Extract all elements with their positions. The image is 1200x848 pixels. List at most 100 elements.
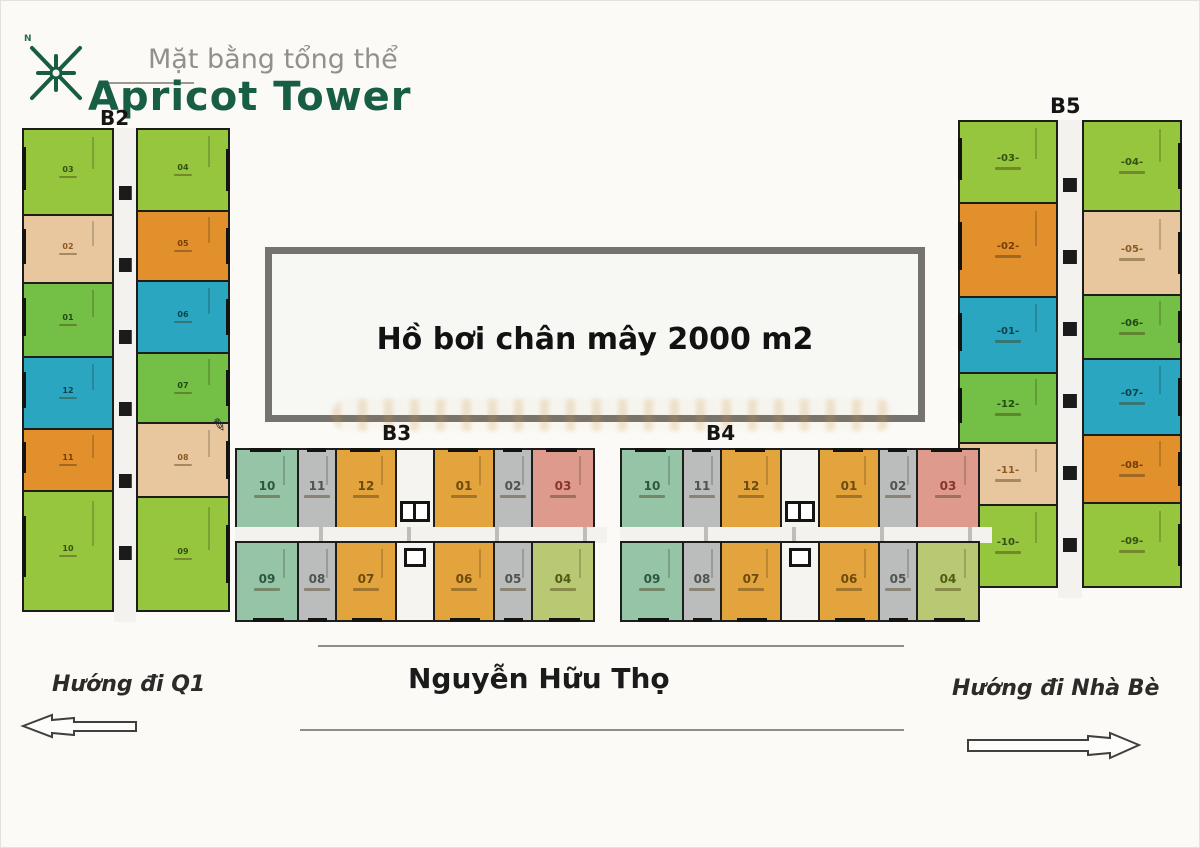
- unit-B5-05[interactable]: -05-: [1082, 210, 1182, 296]
- unit-number: 05: [177, 239, 189, 248]
- unit-area-text: [836, 587, 862, 591]
- unit-B2-12[interactable]: 12: [22, 356, 114, 430]
- unit-B4-06[interactable]: 06: [818, 541, 880, 622]
- block-b3-label: B3: [382, 421, 412, 445]
- unit-B4-08[interactable]: 08: [682, 541, 722, 622]
- unit-number: 06: [840, 571, 858, 586]
- unit-area-text: [174, 321, 192, 323]
- unit-number: 04: [939, 571, 957, 586]
- unit-area-text: [174, 174, 192, 176]
- unit-B5-09[interactable]: -09-: [1082, 502, 1182, 588]
- project-title: Apricot Tower: [88, 74, 412, 120]
- unit-B2-11[interactable]: 11: [22, 428, 114, 492]
- unit-number: 05: [889, 571, 907, 586]
- elevator-core-B3: [397, 448, 433, 529]
- unit-B2-06[interactable]: 06: [136, 280, 230, 354]
- unit-number: 05: [504, 571, 522, 586]
- unit-area-text: [59, 253, 77, 255]
- tower-b2-label: B2: [100, 106, 130, 130]
- unit-B2-05[interactable]: 05: [136, 210, 230, 282]
- unit-B4-12[interactable]: 12: [720, 448, 782, 529]
- unit-area-text: [1119, 402, 1145, 405]
- unit-area-text: [639, 494, 665, 498]
- unit-area-text: [59, 324, 77, 326]
- unit-number: 03: [554, 478, 572, 493]
- unit-B3-09[interactable]: 09: [235, 541, 299, 622]
- unit-number: 07: [742, 571, 760, 586]
- unit-area-text: [550, 494, 576, 498]
- unit-B4-05[interactable]: 05: [878, 541, 918, 622]
- unit-area-text: [353, 587, 379, 591]
- unit-area-text: [995, 479, 1021, 482]
- unit-area-text: [836, 494, 862, 498]
- unit-B4-01[interactable]: 01: [818, 448, 880, 529]
- unit-number: 04: [177, 163, 189, 172]
- unit-B4-07[interactable]: 07: [720, 541, 782, 622]
- unit-area-text: [689, 587, 715, 591]
- tower-b2-corridor: [114, 128, 136, 622]
- unit-number: 08: [308, 571, 326, 586]
- logo-n-mark: N: [24, 34, 32, 44]
- unit-number: 02: [504, 478, 522, 493]
- unit-B5-02[interactable]: -02-: [958, 202, 1058, 298]
- unit-B5-06[interactable]: -06-: [1082, 294, 1182, 360]
- unit-B3-12[interactable]: 12: [335, 448, 397, 529]
- unit-B2-03[interactable]: 03: [22, 128, 114, 216]
- unit-B2-09[interactable]: 09: [136, 496, 230, 612]
- unit-area-text: [995, 255, 1021, 258]
- logo-rule: [102, 82, 194, 84]
- unit-B5-12[interactable]: -12-: [958, 372, 1058, 444]
- unit-B2-08[interactable]: 08: [136, 422, 230, 498]
- unit-B4-10[interactable]: 10: [620, 448, 684, 529]
- unit-B3-10[interactable]: 10: [235, 448, 299, 529]
- tower-b5-label: B5: [1050, 94, 1081, 118]
- unit-area-text: [1119, 171, 1145, 174]
- unit-B4-04[interactable]: 04: [916, 541, 980, 622]
- unit-B4-11[interactable]: 11: [682, 448, 722, 529]
- unit-B3-11[interactable]: 11: [297, 448, 337, 529]
- unit-area-text: [935, 494, 961, 498]
- unit-B4-03[interactable]: 03: [916, 448, 980, 529]
- unit-B3-06[interactable]: 06: [433, 541, 495, 622]
- unit-B3-08[interactable]: 08: [297, 541, 337, 622]
- unit-B2-02[interactable]: 02: [22, 214, 114, 284]
- unit-B3-01[interactable]: 01: [433, 448, 495, 529]
- unit-number: 10: [643, 478, 661, 493]
- unit-B2-10[interactable]: 10: [22, 490, 114, 612]
- unit-B2-01[interactable]: 01: [22, 282, 114, 358]
- unit-B5-03[interactable]: -03-: [958, 120, 1058, 204]
- unit-number: 11: [62, 453, 74, 462]
- unit-B3-02[interactable]: 02: [493, 448, 533, 529]
- unit-number: 10: [258, 478, 276, 493]
- unit-B2-07[interactable]: 07: [136, 352, 230, 424]
- unit-B2-04[interactable]: 04: [136, 128, 230, 212]
- direction-right-label: Hướng đi Nhà Bè: [952, 676, 1160, 701]
- unit-number: 03: [62, 165, 74, 174]
- direction-left-label: Hướng đi Q1: [52, 672, 206, 697]
- unit-B4-09[interactable]: 09: [620, 541, 684, 622]
- unit-area-text: [1119, 474, 1145, 477]
- unit-area-text: [304, 587, 330, 591]
- unit-area-text: [254, 494, 280, 498]
- unit-B4-02[interactable]: 02: [878, 448, 918, 529]
- unit-B3-04[interactable]: 04: [531, 541, 595, 622]
- unit-B3-07[interactable]: 07: [335, 541, 397, 622]
- street-edge-top: [318, 645, 904, 647]
- unit-B3-03[interactable]: 03: [531, 448, 595, 529]
- unit-B3-05[interactable]: 05: [493, 541, 533, 622]
- unit-area-text: [59, 176, 77, 178]
- elevator-core-B4: [782, 448, 818, 529]
- unit-B5-07[interactable]: -07-: [1082, 358, 1182, 436]
- unit-number: 10: [62, 544, 74, 553]
- unit-number: 08: [177, 453, 189, 462]
- unit-number: 02: [889, 478, 907, 493]
- unit-B5-01[interactable]: -01-: [958, 296, 1058, 374]
- unit-B5-04[interactable]: -04-: [1082, 120, 1182, 212]
- unit-B5-08[interactable]: -08-: [1082, 434, 1182, 504]
- unit-area-text: [174, 392, 192, 394]
- unit-area-text: [59, 397, 77, 399]
